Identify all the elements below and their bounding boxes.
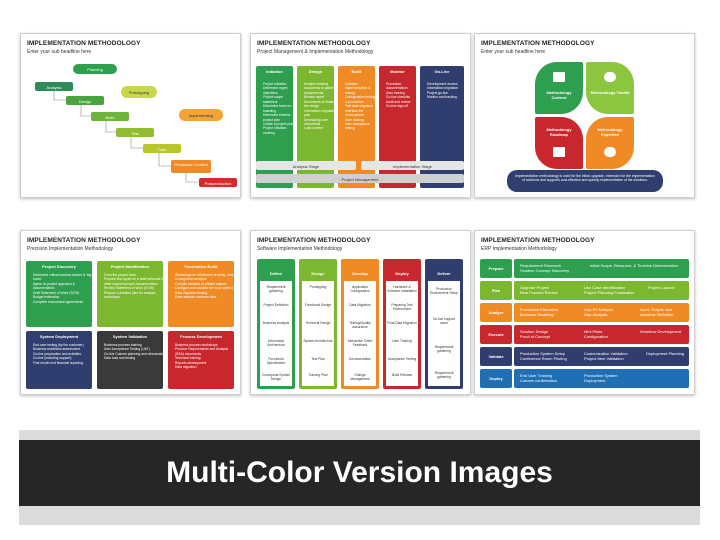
banner-title: Multi-Color Version Images [166, 456, 553, 489]
team-icon [604, 147, 616, 157]
slide-title: IMPLEMENTATION METHODOLOGY [481, 40, 595, 47]
thumbnail-slide-3[interactable]: IMPLEMENTATION METHODOLOGY Enter your su… [474, 33, 695, 198]
step-analysis: Analysis [35, 82, 73, 91]
card-system-deployment: System Deployment End-user testing (by t… [26, 331, 92, 389]
stage-implementation: Implementation Stage [361, 161, 464, 170]
column-deliver: Deliver Production Environment Setup Go-… [425, 259, 463, 389]
book-icon [553, 72, 565, 82]
step-planning: Planning [73, 64, 117, 74]
erp-row-prepare: Prepare Requirement Research Solution Co… [480, 259, 689, 278]
card-project-discovery: Project Discovery Determine critical suc… [26, 261, 92, 327]
slide-subtitle: Precision Implementation Methodology [27, 246, 114, 252]
slide-subtitle: Project Management & Implementation Meth… [257, 49, 374, 55]
slide-title: IMPLEMENTATION METHODOLOGY [27, 40, 141, 47]
banner: Multi-Color Version Images [19, 430, 700, 525]
thumbnail-slide-6[interactable]: IMPLEMENTATION METHODOLOGY ERP Implement… [474, 230, 695, 395]
step-production-control: Production Control [171, 160, 211, 173]
slide-subtitle: Enter your sub headline here [481, 49, 546, 55]
thumbnail-slide-4[interactable]: IMPLEMENTATION METHODOLOGY Precision Imp… [20, 230, 241, 395]
column-deploy: Deploy Hardware & Software Installation … [383, 259, 421, 389]
quadrant-expertise: Methodology Expertise [586, 117, 634, 169]
quadrant-toolkit: Methodology Toolkit [586, 62, 634, 114]
card-system-validation: System Validation Business process train… [97, 331, 163, 389]
card-project-modification: Project Modification Form the project te… [97, 261, 164, 327]
callout-prototyping: Prototyping [121, 86, 157, 98]
slide-subtitle: Enter your sub headline here [27, 49, 92, 55]
project-management-bar: Project Management [256, 174, 464, 183]
road-icon [553, 147, 565, 157]
step-design: Design [66, 96, 104, 105]
erp-row-plan: Plan Upgrade Project Best Practice Revie… [480, 281, 689, 300]
thumbnail-slide-2[interactable]: IMPLEMENTATION METHODOLOGY Project Manag… [250, 33, 471, 198]
erp-row-deploy: Deploy End User Training Cutover confirm… [480, 369, 689, 388]
slide-title: IMPLEMENTATION METHODOLOGY [257, 237, 371, 244]
erp-row-analyze: Analyze Production Education Business Mo… [480, 303, 689, 322]
banner-strip: Multi-Color Version Images [19, 440, 700, 506]
quadrant-roadmap: Methodology Roadmap [535, 117, 583, 169]
note-box: Implementation methodology is used for t… [507, 170, 663, 192]
column-develop: Develop Application Configuration Data M… [341, 259, 379, 389]
stage-analysis: Analysis Stage [256, 161, 356, 170]
slide-title: IMPLEMENTATION METHODOLOGY [27, 237, 141, 244]
column-define: Define Requirement gathering Project Def… [257, 259, 295, 389]
erp-row-execute: Execute Solution Design Proof of Concept… [480, 325, 689, 344]
tools-icon [604, 72, 616, 82]
quadrant-content: Methodology Content [535, 62, 583, 114]
step-build: Build [91, 112, 129, 121]
slide-title: IMPLEMENTATION METHODOLOGY [481, 237, 595, 244]
step-postproduction: Postproduction [199, 178, 237, 187]
slide-subtitle: ERP Implementation Methodology [481, 246, 557, 252]
thumbnail-slide-5[interactable]: IMPLEMENTATION METHODOLOGY Software Impl… [250, 230, 471, 395]
erp-row-validate: Validate Production System Setup Confere… [480, 347, 689, 366]
callout-implementing: Implementing [179, 109, 223, 121]
slide-subtitle: Software Implementation Methodology [257, 246, 343, 252]
slide-title: IMPLEMENTATION METHODOLOGY [257, 40, 371, 47]
thumbnail-slide-1[interactable]: IMPLEMENTATION METHODOLOGY Enter your su… [20, 33, 241, 198]
card-process-development: Process Development Business process wor… [168, 331, 234, 389]
card-foundation-build: Foundation Build Workshops for refinemen… [168, 261, 234, 327]
column-design: Design Prototyping Functional Design Tec… [299, 259, 337, 389]
step-train: Train [143, 144, 181, 153]
step-test: Test [116, 128, 154, 137]
connector-lines [53, 91, 199, 183]
